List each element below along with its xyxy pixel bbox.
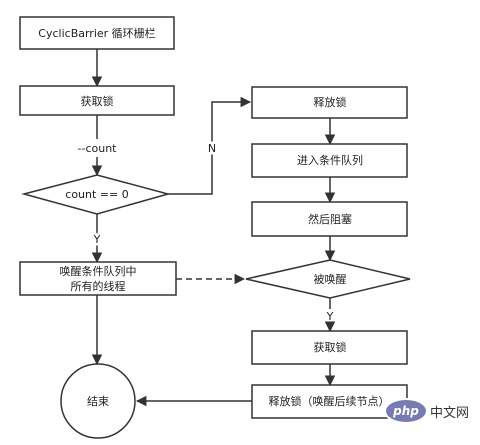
node-count-check-diamond xyxy=(21,174,171,215)
node-start-label: CyclicBarrier 循环栅栏 xyxy=(38,26,155,40)
node-count-check: count == 0 xyxy=(21,174,171,215)
node-wake-all-label-1: 唤醒条件队列中 xyxy=(60,264,137,278)
watermark: php 中文网 xyxy=(386,395,480,431)
node-start-box xyxy=(19,16,175,50)
connectors xyxy=(91,49,336,407)
node-wake-all-label-2: 所有的线程 xyxy=(71,279,126,293)
node-release-lock-label: 释放锁 xyxy=(314,95,347,109)
node-release-lock-box xyxy=(251,86,408,119)
node-then-block-box xyxy=(251,201,408,237)
arrow-check-no-to-release xyxy=(168,96,252,195)
node-end: 结束 xyxy=(60,363,136,439)
node-acquire-lock: 获取锁 xyxy=(19,85,175,116)
node-woken-diamond xyxy=(245,259,411,299)
label-branch-yes: Y xyxy=(93,233,101,246)
node-wake-all-box xyxy=(19,261,177,296)
node-woken: 被唤醒 xyxy=(245,259,411,299)
watermark-logo-text: php xyxy=(393,404,419,418)
node-wake-all: 唤醒条件队列中 所有的线程 xyxy=(19,261,177,296)
label-decrement: --count xyxy=(78,142,118,155)
node-release-wake-next-label: 释放锁（唤醒后续节点） xyxy=(269,394,390,408)
node-count-check-label: count == 0 xyxy=(65,188,128,201)
node-then-block: 然后阻塞 xyxy=(251,201,408,237)
node-end-circle xyxy=(60,363,136,439)
node-acquire-lock-box xyxy=(19,85,175,116)
node-end-label: 结束 xyxy=(87,395,109,408)
node-release-wake-next-box xyxy=(251,384,408,419)
node-enter-queue: 进入条件队列 xyxy=(251,143,408,178)
node-enter-queue-label: 进入条件队列 xyxy=(297,153,363,167)
php-logo-icon xyxy=(386,400,426,422)
node-acquire-lock-2-box xyxy=(251,330,408,365)
label-branch-no: N xyxy=(208,142,216,155)
node-release-wake-next: 释放锁（唤醒后续节点） xyxy=(251,384,408,419)
node-acquire-lock-2: 获取锁 xyxy=(251,330,408,365)
node-enter-queue-box xyxy=(251,143,408,178)
label-woken-yes: Y xyxy=(326,310,334,323)
node-then-block-label: 然后阻塞 xyxy=(308,212,352,226)
watermark-site-text: 中文网 xyxy=(430,406,470,421)
node-start: CyclicBarrier 循环栅栏 xyxy=(19,16,175,50)
node-release-lock: 释放锁 xyxy=(251,86,408,119)
node-acquire-lock-label: 获取锁 xyxy=(81,94,114,108)
node-woken-label: 被唤醒 xyxy=(314,272,347,286)
node-acquire-lock-2-label: 获取锁 xyxy=(314,340,347,354)
